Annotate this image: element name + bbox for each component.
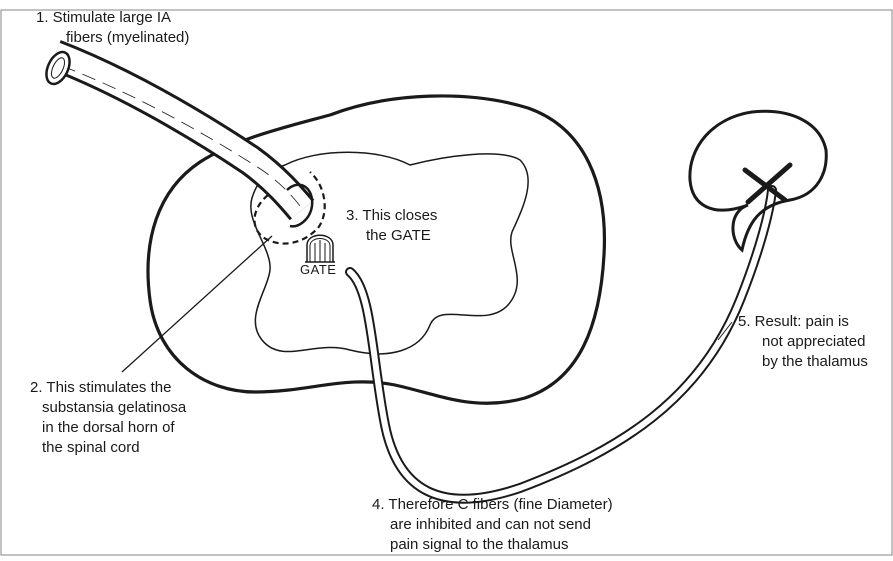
label-step4-line1: 4. Therefore C fibers (fine Diameter) (372, 495, 613, 515)
label-step4-line3: pain signal to the thalamus (372, 535, 613, 555)
label-step2-line2: substansia gelatinosa (30, 398, 186, 418)
label-step2-line1: 2. This stimulates the (30, 378, 186, 398)
label-step4: 4. Therefore C fibers (fine Diameter) ar… (372, 495, 613, 555)
large-ia-fiber-tube (42, 48, 312, 226)
label-step1-line2: fibers (myelinated) (36, 28, 189, 48)
label-step1-line1: 1. Stimulate large IA (36, 8, 189, 28)
label-step2: 2. This stimulates the substansia gelati… (30, 378, 186, 458)
label-step3: 3. This closes the GATE (346, 206, 437, 246)
label-step5: 5. Result: pain is not appreciated by th… (738, 312, 868, 372)
label-step2-line4: the spinal cord (30, 438, 186, 458)
label-step5-line1: 5. Result: pain is (738, 312, 868, 332)
label-step5-line2: not appreciated (738, 332, 868, 352)
label-step1: 1. Stimulate large IA fibers (myelinated… (36, 8, 189, 48)
label-step3-line1: 3. This closes (346, 206, 437, 226)
pointer-line-step2 (122, 236, 272, 372)
label-step2-line3: in the dorsal horn of (30, 418, 186, 438)
label-step4-line2: are inhibited and can not send (372, 515, 613, 535)
gate-door-icon (305, 235, 335, 262)
label-step5-line3: by the thalamus (738, 352, 868, 372)
gate-label: GATE (300, 262, 336, 278)
label-step3-line2: the GATE (346, 226, 437, 246)
